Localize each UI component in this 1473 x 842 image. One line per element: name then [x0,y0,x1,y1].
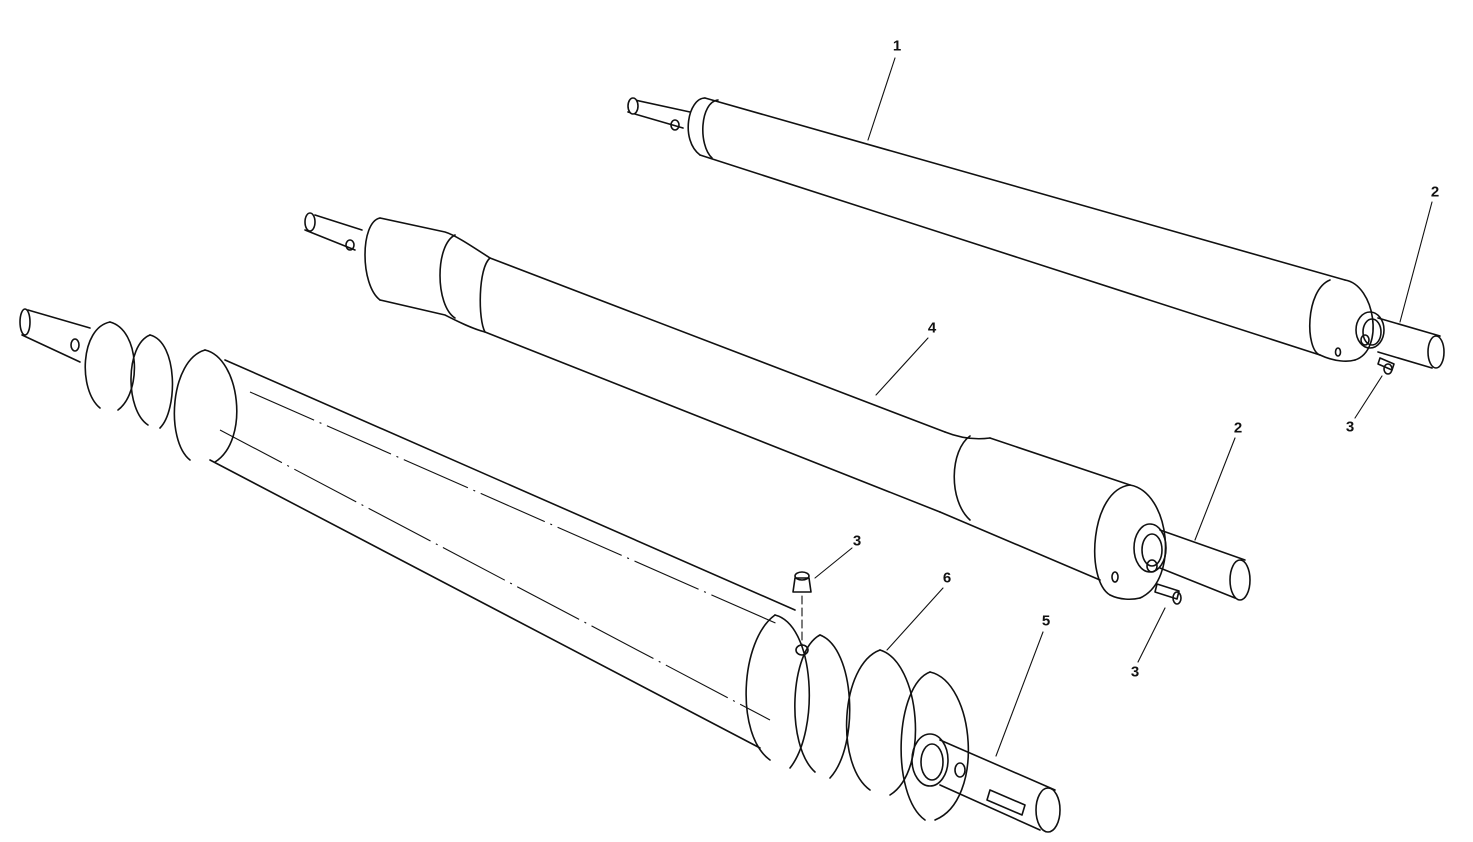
callout-5: 5 [1041,612,1051,630]
callout-1: 1 [892,37,902,55]
callout-6: 6 [942,569,952,587]
callout-3-bottom-fitting: 3 [852,532,862,550]
callout-3-middle: 3 [1130,663,1140,681]
leader-lines [814,57,1433,757]
callout-4: 4 [927,319,937,337]
roller-1 [627,97,1445,375]
roller-5 [19,308,1061,833]
callout-2-top: 2 [1430,183,1440,201]
callout-2-middle: 2 [1233,419,1243,437]
callout-3-top: 3 [1345,418,1355,436]
roller-4 [304,212,1251,605]
